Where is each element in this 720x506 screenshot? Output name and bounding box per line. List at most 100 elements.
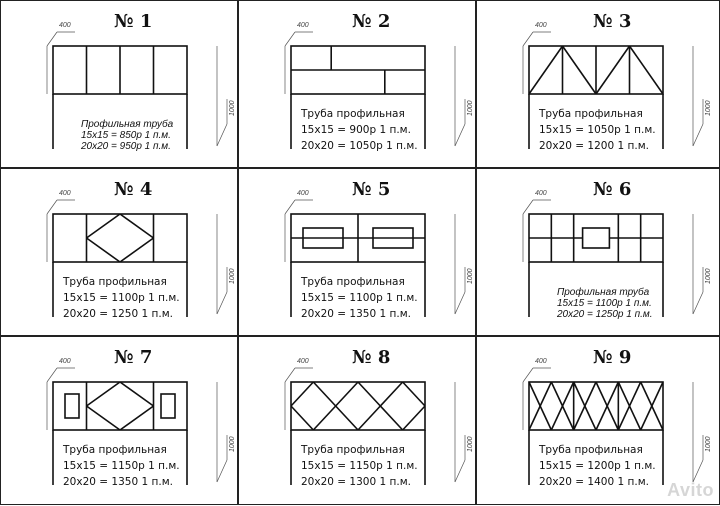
- design-number: № 8: [352, 347, 391, 368]
- diamond-bar: [86, 381, 121, 407]
- diamond-bar: [312, 381, 337, 407]
- dimension-label-height: 1000: [467, 100, 474, 116]
- price-line: 20x20 = 1350 1 п.м.: [63, 476, 173, 488]
- dimension-leader-1000: [216, 291, 228, 315]
- fence-drawing: [284, 199, 466, 317]
- diagonal-bar: [639, 381, 664, 431]
- fence-drawing: [522, 31, 704, 149]
- price-line: 15x15 = 1100р 1 п.м.: [63, 292, 180, 304]
- fence-frame: [52, 213, 188, 263]
- dimension-label-width: 400: [59, 22, 71, 29]
- dimension-label-height: 1000: [705, 436, 712, 452]
- price-line: 15x15 = 1150р 1 п.м.: [301, 460, 418, 472]
- inset-rect: [302, 227, 344, 249]
- fence-frame: [52, 381, 188, 431]
- dimension-leader-400: [284, 367, 296, 383]
- price-line: 15x15 = 1150р 1 п.м.: [63, 460, 180, 472]
- dimension-leader-1000: [692, 123, 704, 147]
- price-line: Профильная труба: [81, 119, 174, 130]
- diagonal-bar: [572, 381, 597, 431]
- price-line: Труба профильная: [63, 276, 167, 288]
- dimension-leader-400: [284, 31, 296, 47]
- dimension-label-height: 1000: [229, 268, 236, 284]
- diamond-bar: [335, 405, 359, 431]
- fence-frame: [290, 381, 426, 431]
- price-line: Труба профильная: [301, 108, 405, 120]
- diamond-bar: [86, 405, 121, 431]
- inset-rect: [581, 227, 611, 249]
- price-line: 20x20 = 1050р 1 п.м.: [301, 140, 418, 152]
- diagonal-bar: [595, 381, 620, 431]
- fence-drawing: [46, 199, 228, 317]
- dimension-leader-1000: [454, 291, 466, 315]
- dimension-label-height: 1000: [705, 100, 712, 116]
- price-line: Профильная труба: [557, 287, 650, 298]
- dimension-label-height: 1000: [229, 436, 236, 452]
- diamond-bar: [86, 237, 121, 263]
- dimension-label-width: 400: [535, 22, 547, 29]
- design-number: № 2: [352, 11, 391, 32]
- fence-drawing: [46, 367, 228, 485]
- diagonal-bar: [528, 45, 564, 95]
- diamond-bar: [290, 405, 314, 431]
- design-number: № 4: [114, 179, 153, 200]
- dimension-leader-400: [522, 199, 534, 215]
- dimension-label-width: 400: [297, 22, 309, 29]
- price-line: 15x15 = 1100р 1 п.м.: [301, 292, 418, 304]
- price-line: 15x15 = 1100р 1 п.м.: [557, 298, 652, 309]
- price-line: 20x20 = 950р 1 п.м.: [81, 141, 171, 152]
- design-number: № 3: [593, 11, 632, 32]
- fence-drawing: [522, 367, 704, 485]
- inset-rect: [64, 393, 80, 419]
- diamond-bar: [119, 405, 154, 431]
- dimension-leader-1000: [454, 459, 466, 483]
- dimension-leader-400: [46, 199, 58, 215]
- diamond-bar: [290, 381, 314, 407]
- diamond-bar: [312, 405, 337, 431]
- fence-drawing: [46, 31, 228, 149]
- diamond-bar: [379, 381, 404, 407]
- fence-frame: [528, 381, 664, 431]
- dimension-label-height: 1000: [705, 268, 712, 284]
- design-number: № 7: [114, 347, 153, 368]
- dimension-leader-400: [522, 367, 534, 383]
- dimension-label-width: 400: [535, 358, 547, 365]
- price-line: 20x20 = 1200 1 п.м.: [539, 140, 649, 152]
- diamond-bar: [119, 237, 154, 263]
- dimension-leader-400: [522, 31, 534, 47]
- diagonal-bar: [550, 381, 575, 431]
- price-line: 20x20 = 1350 1 п.м.: [301, 308, 411, 320]
- price-line: 20x20 = 1300 1 п.м.: [301, 476, 411, 488]
- design-number: № 9: [593, 347, 632, 368]
- dimension-leader-1000: [692, 291, 704, 315]
- dimension-leader-1000: [692, 459, 704, 483]
- inset-rect: [372, 227, 414, 249]
- design-number: № 5: [352, 179, 391, 200]
- price-line: 20x20 = 1400 1 п.м.: [539, 476, 649, 488]
- dimension-label-width: 400: [59, 190, 71, 197]
- price-line: 15x15 = 850р 1 п.м.: [81, 130, 171, 141]
- diagonal-bar: [617, 381, 642, 431]
- dimension-label-width: 400: [535, 190, 547, 197]
- dimension-label-height: 1000: [229, 100, 236, 116]
- dimension-label-height: 1000: [467, 436, 474, 452]
- diagonal-bar: [595, 45, 631, 95]
- diamond-bar: [357, 381, 381, 407]
- price-line: 15x15 = 1200р 1 п.м.: [539, 460, 656, 472]
- price-line: 15x15 = 1050р 1 п.м.: [539, 124, 656, 136]
- dimension-leader-1000: [216, 123, 228, 147]
- dimension-label-width: 400: [297, 358, 309, 365]
